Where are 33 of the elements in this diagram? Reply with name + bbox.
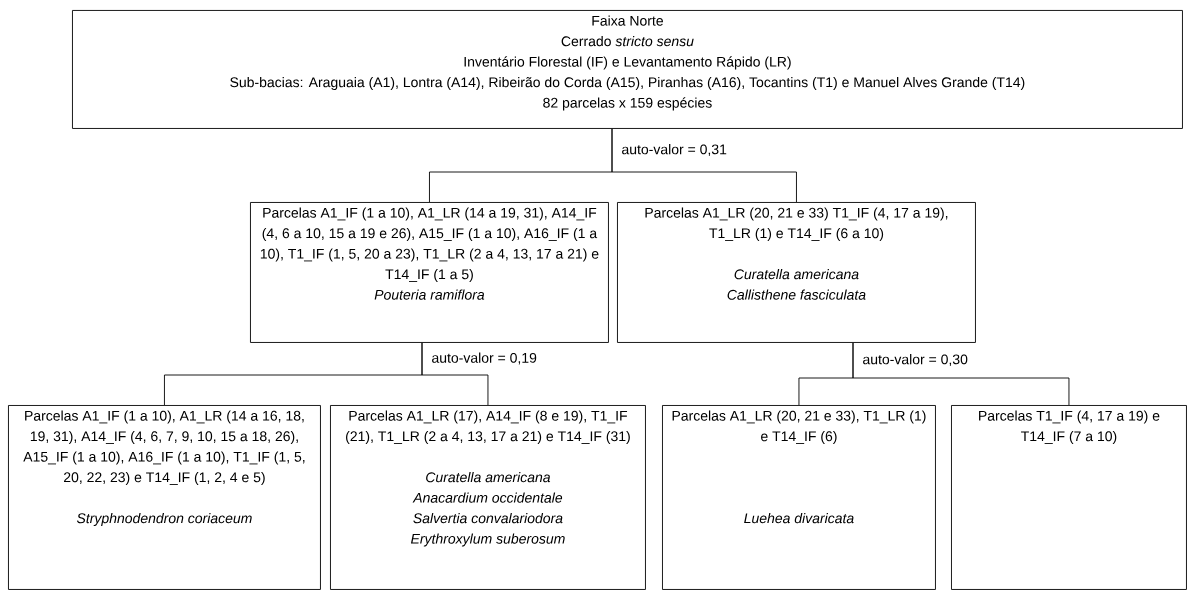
plot-list: Parcelas A1_IF (1 a 10), A1_LR (14 a 19, 31), A14_IF (4, 6 a 10, 15 a 19 e 26), A15_IF (1 a 10), A16_IF (1 a 10), T1_IF (1, 5, 20 a 23), T1_LR (2 a 4, 13, 17 a 21) e T14_IF (1 a 5): [260, 207, 599, 282]
species-name: Anacardium occidentale: [412, 492, 563, 503]
heading-line: Inventário Florestal (IF) e Levantamento Rápido (LR): [464, 56, 791, 70]
edge-label: auto-valor = 0,31: [622, 144, 727, 156]
edge-label: auto-valor = 0,30: [863, 354, 968, 366]
species-name: Curatella americana: [734, 268, 859, 280]
species-name: Curatella americana: [426, 471, 551, 483]
species-name: Luehea divaricata: [744, 512, 854, 524]
connector-line: [611, 128, 797, 203]
text-box: [951, 405, 1187, 590]
heading-line: 82 parcelas x 159 espécies: [543, 97, 712, 111]
plot-list: Parcelas T1_IF (4, 17 a 19) e T14_IF (7 a 10): [979, 410, 1160, 444]
text-box: [72, 10, 1183, 129]
species-name: Callisthene fasciculata: [727, 289, 866, 300]
text-box: [662, 405, 936, 590]
connector-line: [421, 342, 489, 406]
text-box: [250, 202, 609, 343]
text-box: [617, 202, 976, 343]
connector-line: [852, 342, 1070, 406]
edge-label: auto-valor = 0,19: [432, 352, 537, 365]
plot-list: Parcelas A1_LR (20, 21 e 33), T1_LR (1) e T14_IF (6): [672, 410, 926, 444]
plot-list: Parcelas A1_LR (20, 21 e 33) T1_IF (4, 17 a 19), T1_LR (1) e T14_IF (6 a 10): [645, 207, 948, 241]
species-name: Pouteria ramiflora: [374, 289, 485, 300]
plot-list: Parcelas A1_LR (17), A14_IF (8 e 19), T1_IF (21), T1_LR (2 a 4, 13, 17 a 21) e T14_IF (31): [346, 410, 630, 444]
species-name: Erythroxylum suberosum: [410, 533, 565, 547]
species-name: Stryphnodendron coriaceum: [76, 512, 252, 526]
text-box: [330, 405, 646, 590]
heading-line: Cerrado stricto sensu: [561, 35, 694, 47]
text-box: [8, 405, 321, 590]
heading-line: Faixa Norte: [592, 15, 663, 26]
heading-line: Sub-bacias: Araguaia (A1), Lontra (A14), Ribeirão do Corda (A15), Piranhas (A16), Tocantins (T1) e Manuel Alves Grande (T14): [230, 76, 1025, 90]
species-name: Salvertia convalariodora: [413, 512, 563, 524]
plot-list: Parcelas A1_IF (1 a 10), A1_LR (14 a 16, 18, 19, 31), A14_IF (4, 6, 7, 9, 10, 15 a 18, 26), A15_IF (1 a 10), A16_IF (1 a 10), T1_IF (1, 5, 20, 22, 23) e T14_IF (1, 2, 4 e 5): [23, 410, 305, 485]
